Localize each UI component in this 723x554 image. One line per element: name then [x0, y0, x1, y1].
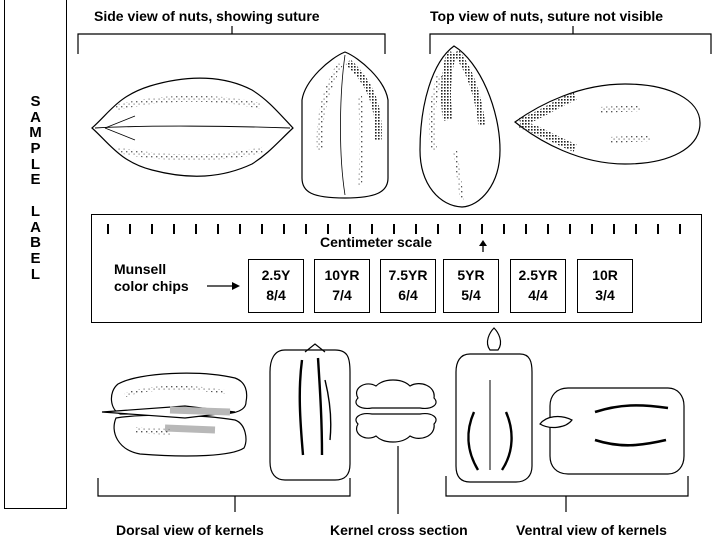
color-chip: 7.5YR 6/4	[380, 259, 436, 313]
top-view-bracket	[430, 26, 711, 54]
chip-hue: 2.5Y	[249, 265, 303, 285]
color-chip: 2.5Y 8/4	[248, 259, 304, 313]
ventral-caption: Ventral view of kernels	[516, 522, 667, 538]
centimeter-scale-title: Centimeter scale	[320, 234, 432, 250]
chip-hue: 2.5YR	[511, 265, 565, 285]
cross-section-caption: Kernel cross section	[330, 522, 468, 538]
nut-top-horizontal	[515, 84, 700, 164]
side-view-bracket	[78, 26, 385, 54]
chip-value: 4/4	[511, 285, 565, 305]
munsell-label: Munsell color chips	[114, 261, 189, 295]
munsell-label-line1: Munsell	[114, 261, 189, 278]
color-chip: 5YR 5/4	[443, 259, 499, 313]
chip-hue: 10R	[578, 265, 632, 285]
kernel-ventral-vertical	[456, 328, 532, 482]
chip-hue: 5YR	[444, 265, 498, 285]
color-chip: 10YR 7/4	[314, 259, 370, 313]
dorsal-caption: Dorsal view of kernels	[116, 522, 264, 538]
kernel-dorsal-vertical	[270, 344, 350, 480]
kernel-cross-section	[356, 380, 436, 442]
color-chip: 2.5YR 4/4	[510, 259, 566, 313]
chip-value: 5/4	[444, 285, 498, 305]
color-chip: 10R 3/4	[577, 259, 633, 313]
dorsal-bracket	[98, 478, 350, 512]
nut-side-horizontal	[92, 78, 293, 176]
nut-side-vertical	[302, 52, 388, 198]
chip-value: 3/4	[578, 285, 632, 305]
chip-value: 6/4	[381, 285, 435, 305]
nut-top-vertical	[420, 46, 500, 207]
chip-hue: 7.5YR	[381, 265, 435, 285]
kernel-ventral-horizontal	[540, 388, 684, 474]
scale-and-chips-box: Centimeter scale Munsell color chips 2.5…	[91, 214, 702, 323]
munsell-label-line2: color chips	[114, 278, 189, 295]
chip-value: 7/4	[315, 285, 369, 305]
chip-hue: 10YR	[315, 265, 369, 285]
kernel-dorsal-horizontal	[102, 373, 247, 456]
chip-value: 8/4	[249, 285, 303, 305]
